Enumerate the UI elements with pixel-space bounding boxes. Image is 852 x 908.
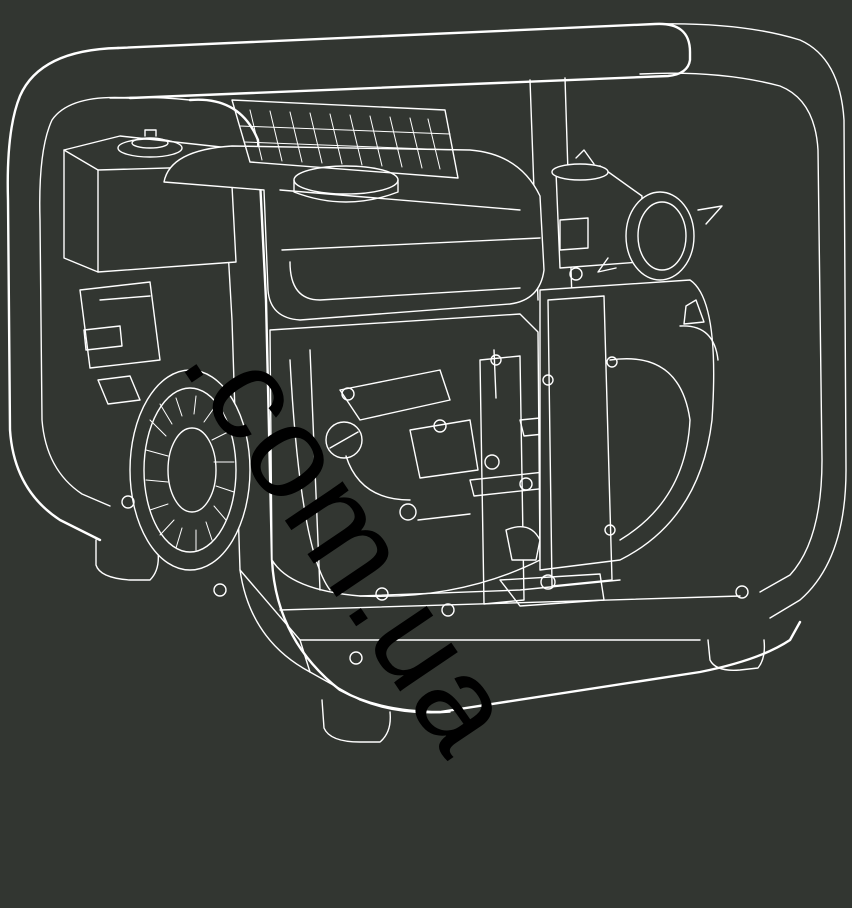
muffler-guard bbox=[231, 99, 459, 179]
recoil-starter bbox=[129, 369, 251, 571]
pump-outlet-fitting bbox=[551, 149, 723, 281]
frame-feet bbox=[95, 539, 766, 743]
base-plate bbox=[359, 573, 621, 617]
engine-controls bbox=[325, 369, 479, 521]
product-image-canvas: .com.ua bbox=[6, 22, 847, 779]
fuel-tank bbox=[163, 145, 545, 321]
frame-bolts bbox=[121, 495, 749, 665]
engine-crankcase bbox=[269, 313, 541, 598]
throttle-lever-assembly bbox=[79, 281, 161, 405]
drain-plug bbox=[679, 299, 719, 361]
water-pump-illustration bbox=[6, 22, 847, 743]
pump-housing bbox=[539, 267, 715, 587]
front-frame-tube bbox=[6, 46, 802, 714]
